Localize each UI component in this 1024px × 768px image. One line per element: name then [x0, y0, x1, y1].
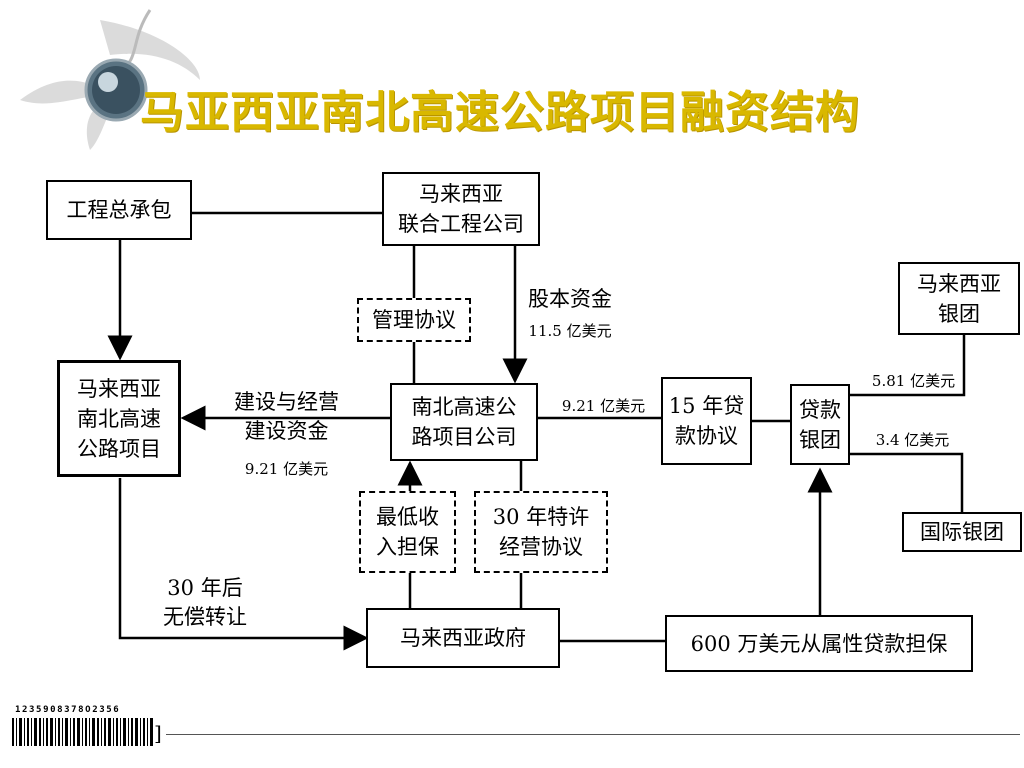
international-bank-box: 国际银团 [902, 512, 1022, 552]
loan-agreement-box: 15 年贷 款协议 [661, 377, 752, 465]
equity-amount-label: 11.5 亿美元 [528, 322, 612, 340]
barcode-icon [12, 718, 153, 746]
barcode-digits: 1235908378O2356 [15, 705, 121, 715]
management-agreement-box: 管理协议 [357, 298, 471, 342]
highway-project-box: 马来西亚 南北高速 公路项目 [57, 360, 181, 477]
loan-amount-label: 9.21 亿美元 [561, 397, 646, 415]
construction-fund-label: 建设与经营 建设资金 [234, 390, 339, 443]
malaysian-bank-amount-label: 5.81 亿美元 [871, 372, 956, 390]
international-bank-amount-label: 3.4 亿美元 [875, 431, 950, 449]
lending-syndicate-box: 贷款 银团 [790, 384, 850, 465]
concession-agreement-box: 30 年特许 经营协议 [474, 491, 608, 573]
project-company-box: 南北高速公 路项目公司 [390, 383, 538, 461]
page-title: 马亚西亚南北高速公路项目融资结构 [140, 87, 860, 138]
footer-rule [166, 734, 1020, 735]
malaysian-bank-box: 马来西亚 银团 [898, 262, 1020, 335]
footer-bracket: ] [154, 721, 162, 745]
decorative-logo [20, 9, 200, 150]
equity-label: 股本资金 [528, 287, 612, 311]
transfer-label: 30 年后 无偿转让 [163, 576, 247, 629]
joint-engineering-box: 马来西亚 联合工程公司 [382, 172, 540, 246]
construction-amount-label: 9.21 亿美元 [244, 460, 329, 478]
epc-contractor-box: 工程总承包 [46, 180, 192, 240]
government-box: 马来西亚政府 [366, 608, 560, 668]
loan-guarantee-box: 600 万美元从属性贷款担保 [665, 615, 973, 672]
minimum-income-box: 最低收 入担保 [359, 491, 456, 573]
